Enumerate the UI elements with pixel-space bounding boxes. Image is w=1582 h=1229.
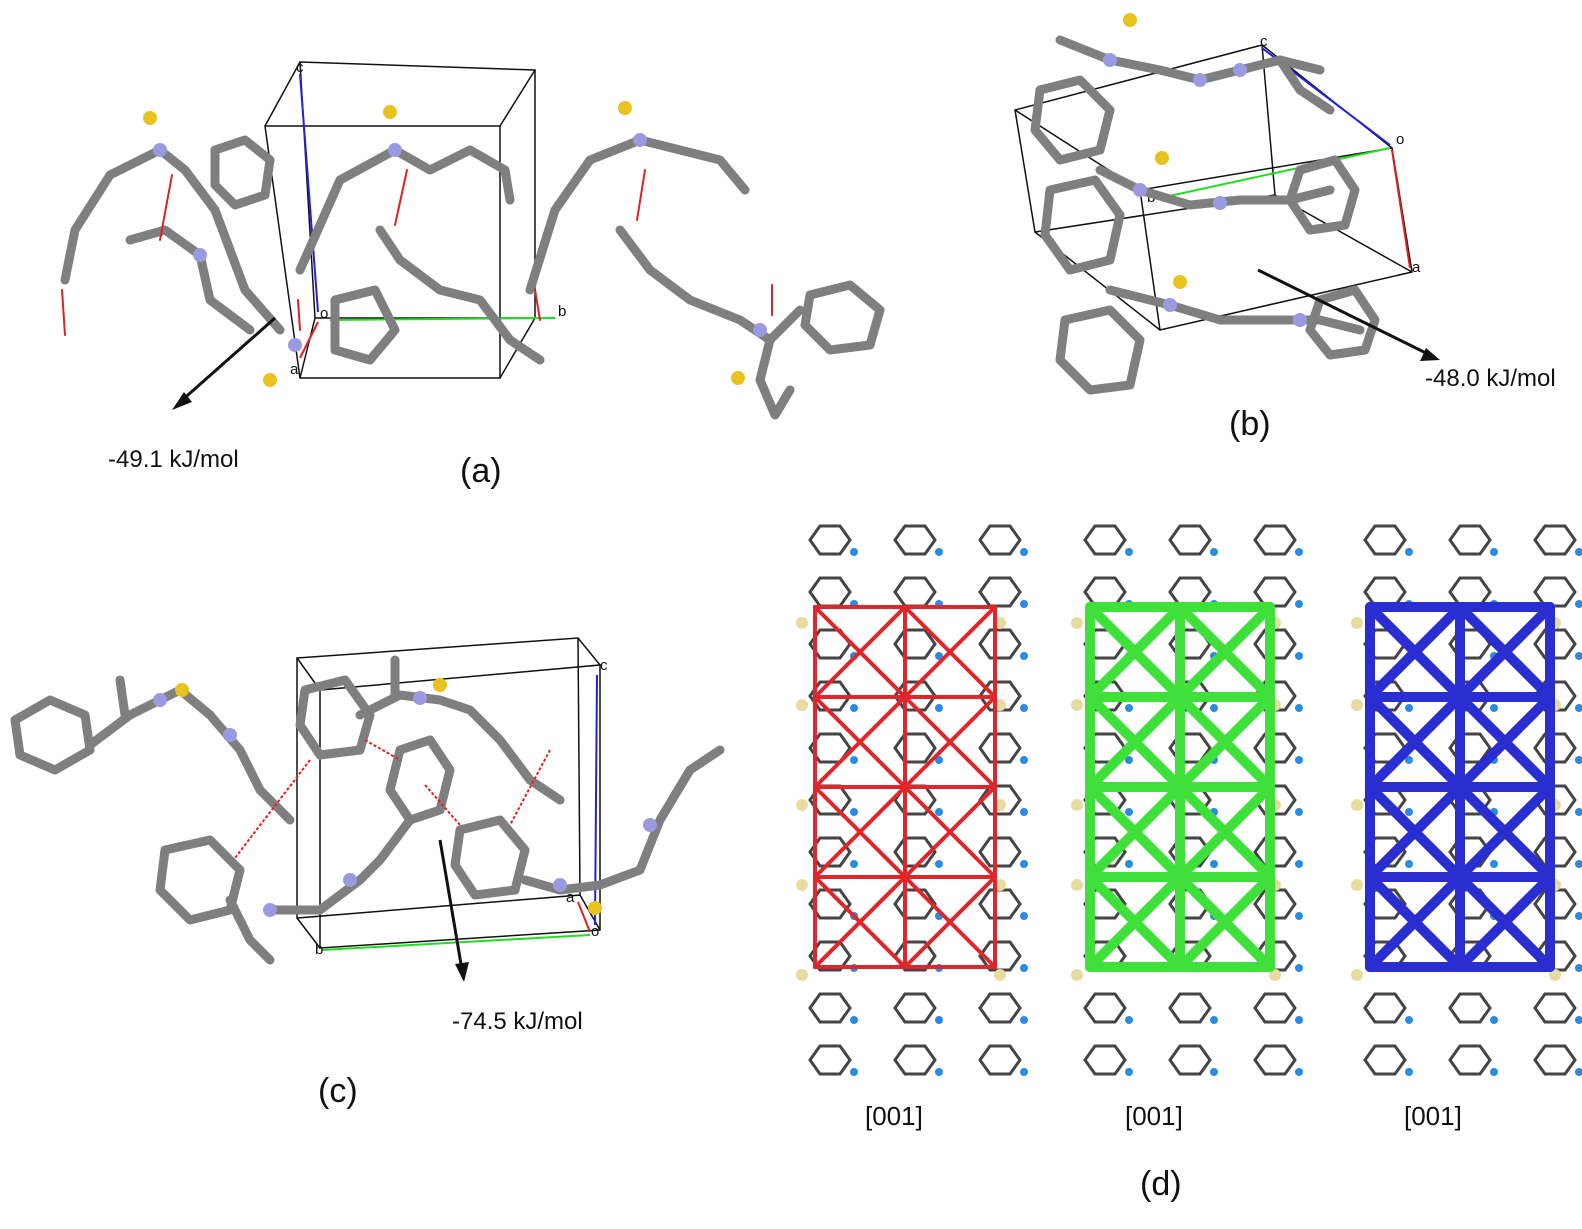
- panel-label-c: (c): [318, 1072, 358, 1110]
- axis-label-c: c: [296, 59, 304, 76]
- axis-label-b: b: [315, 941, 323, 958]
- panel-c-drawing: c a o b: [10, 637, 725, 982]
- axis-label-a: a: [290, 361, 299, 378]
- panel-b: c o b a: [1000, 0, 1582, 490]
- energy-label-a: -49.1 kJ/mol: [108, 446, 239, 473]
- molecule-a-center: [263, 105, 545, 387]
- contacts-c: [234, 739, 551, 859]
- direction-label-green: [001]: [1125, 1101, 1183, 1131]
- direction-label-red: [001]: [865, 1101, 923, 1131]
- arrow-a: [172, 316, 276, 410]
- energy-framework-2: [1071, 524, 1303, 1076]
- axis-b-line: [1159, 147, 1391, 199]
- atoms-c: [153, 678, 657, 917]
- panel-label-d: (d): [1140, 1165, 1182, 1203]
- panel-c: c a o b: [0, 500, 760, 1120]
- unit-cell-c: [296, 637, 601, 949]
- axis-a-line: [1391, 149, 1411, 269]
- energy-framework-1: [796, 524, 1028, 1076]
- molecules-b: [1030, 35, 1380, 395]
- axis-a-line: [577, 901, 591, 933]
- molecule-a-right: [525, 101, 885, 420]
- atoms-b: [1103, 13, 1307, 327]
- panel-label-a: (a): [460, 452, 502, 490]
- energy-label-b: -48.0 kJ/mol: [1425, 365, 1556, 392]
- axis-label-o: o: [1396, 131, 1404, 148]
- axis-label-a: a: [1412, 259, 1421, 276]
- axis-c-line: [299, 73, 319, 313]
- unit-cell-a: [264, 61, 536, 379]
- arrow-c: [438, 839, 469, 982]
- axis-label-a: a: [566, 889, 575, 906]
- axis-b-line: [329, 317, 556, 321]
- direction-label-blue: [001]: [1404, 1101, 1462, 1131]
- energy-framework-3: [1351, 524, 1582, 1076]
- molecule-a-left: [60, 111, 285, 336]
- panel-d: [001] [001] [001] (d): [770, 505, 1582, 1225]
- panel-d-drawing: [796, 524, 1582, 1076]
- framework-cylinders: [813, 605, 997, 969]
- panel-a-drawing: c o a b: [60, 59, 885, 420]
- axis-label-b: b: [558, 303, 566, 320]
- panel-label-b: (b): [1229, 405, 1271, 443]
- framework-cylinders: [1365, 602, 1555, 972]
- axis-label-c: c: [600, 657, 608, 674]
- panel-a: c o a b: [0, 0, 930, 500]
- panel-b-drawing: c o b a: [1014, 13, 1440, 395]
- framework-cylinders: [1085, 602, 1275, 972]
- molecules-c: [10, 655, 725, 965]
- arrow-b: [1257, 268, 1440, 361]
- axis-label-c: c: [1260, 33, 1268, 50]
- axis-a-line: [299, 321, 319, 359]
- packing-background: [796, 524, 1028, 1076]
- axis-label-o: o: [591, 923, 599, 940]
- axis-label-o: o: [320, 305, 328, 322]
- energy-label-c: -74.5 kJ/mol: [452, 1008, 583, 1035]
